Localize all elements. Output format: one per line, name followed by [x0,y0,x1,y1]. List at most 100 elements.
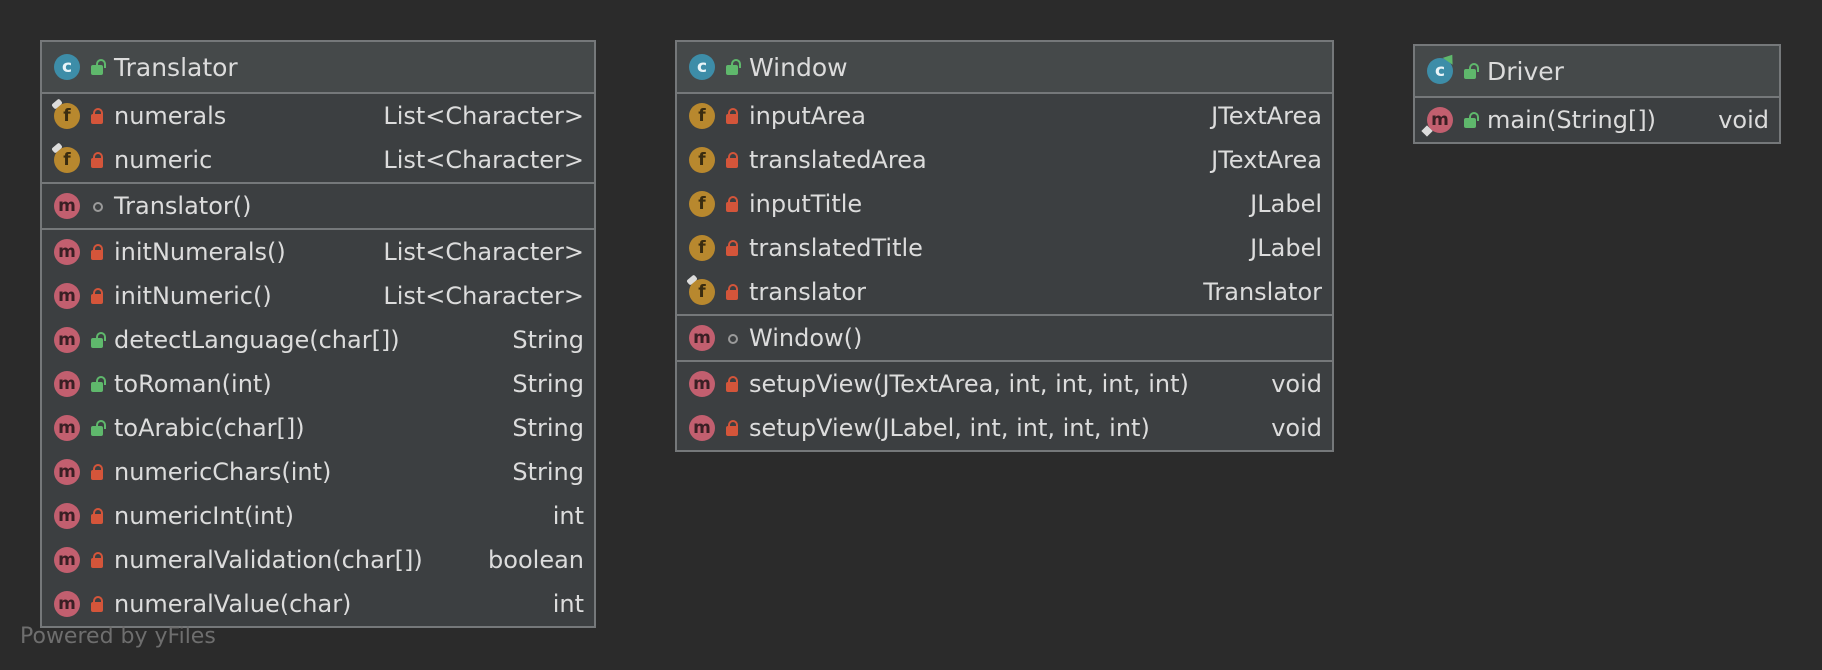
member-name: inputTitle [749,190,863,218]
member-type: int [552,590,584,618]
member-name: numerals [114,102,227,130]
class-name: Window [749,52,848,82]
private-visibility-icon [90,152,104,168]
private-visibility-icon [725,420,739,436]
public-visibility-icon [90,332,106,348]
member-name: numeralValue(char) [114,590,352,618]
member-name: numericChars(int) [114,458,332,486]
class-icon: c [689,54,715,80]
field-icon: f [689,147,715,173]
public-visibility-icon [90,376,106,392]
member-name: Translator() [114,192,252,220]
private-visibility-icon [90,552,104,568]
method-row-setupview-jlabel-int-int-int-int[interactable]: m setupView(JLabel, int, int, int, int) vo… [677,406,1332,450]
method-icon: m [54,371,80,397]
member-name: detectLanguage(char[]) [114,326,400,354]
field-icon: f [54,103,80,129]
member-type: JLabel [1250,234,1322,262]
method-icon: m [1427,107,1453,133]
member-name: numeralValidation(char[]) [114,546,423,574]
member-name: initNumerals() [114,238,286,266]
method-row-detectlanguage-char[interactable]: m detectLanguage(char[]) String [42,318,594,362]
method-row-numericchars-int[interactable]: m numericChars(int) String [42,450,594,494]
member-type: String [512,458,584,486]
member-name: inputArea [749,102,866,130]
private-visibility-icon [725,376,739,392]
member-type: JLabel [1250,190,1322,218]
field-icon: f [689,279,715,305]
member-type: String [512,414,584,442]
method-row-window[interactable]: m Window() [677,316,1332,360]
method-icon: m [54,415,80,441]
private-visibility-icon [90,508,104,524]
member-type: String [512,370,584,398]
public-visibility-icon [1463,112,1479,128]
method-icon: m [689,325,715,351]
member-type: List<Character> [383,238,584,266]
method-icon: m [54,239,80,265]
private-visibility-icon [725,196,739,212]
private-visibility-icon [725,152,739,168]
public-visibility-icon [1463,63,1479,79]
public-visibility-icon [725,59,741,75]
field-row-translator[interactable]: f translator Translator [677,270,1332,314]
member-name: main(String[]) [1487,106,1657,134]
runnable-class-icon: c [1427,58,1453,84]
member-type: int [552,502,584,530]
method-row-initnumerals[interactable]: m initNumerals() List<Character> [42,230,594,274]
method-icon: m [54,459,80,485]
private-visibility-icon [725,108,739,124]
member-name: Window() [749,324,863,352]
member-type: void [1271,414,1322,442]
member-type: Translator [1203,278,1322,306]
member-name: numericInt(int) [114,502,295,530]
private-visibility-icon [725,240,739,256]
member-name: numeric [114,146,213,174]
method-icon: m [689,371,715,397]
method-icon: m [689,415,715,441]
field-row-numerals[interactable]: f numerals List<Character> [42,94,594,138]
member-name: initNumeric() [114,282,272,310]
public-visibility-icon [90,59,106,75]
watermark: Powered by yFiles [20,624,216,649]
method-icon: m [54,327,80,353]
member-name: translator [749,278,867,306]
private-visibility-icon [90,288,104,304]
public-visibility-icon [90,420,106,436]
field-icon: f [689,103,715,129]
pkg-visibility-icon [725,330,739,346]
member-name: setupView(JLabel, int, int, int, int) [749,414,1150,442]
methods-section: m Window() [677,316,1332,362]
member-type: String [512,326,584,354]
member-type: List<Character> [383,102,584,130]
private-visibility-icon [725,284,739,300]
member-type: boolean [488,546,584,574]
class-icon: c [54,54,80,80]
member-type: void [1271,370,1322,398]
class-header[interactable]: c Window [677,42,1332,94]
